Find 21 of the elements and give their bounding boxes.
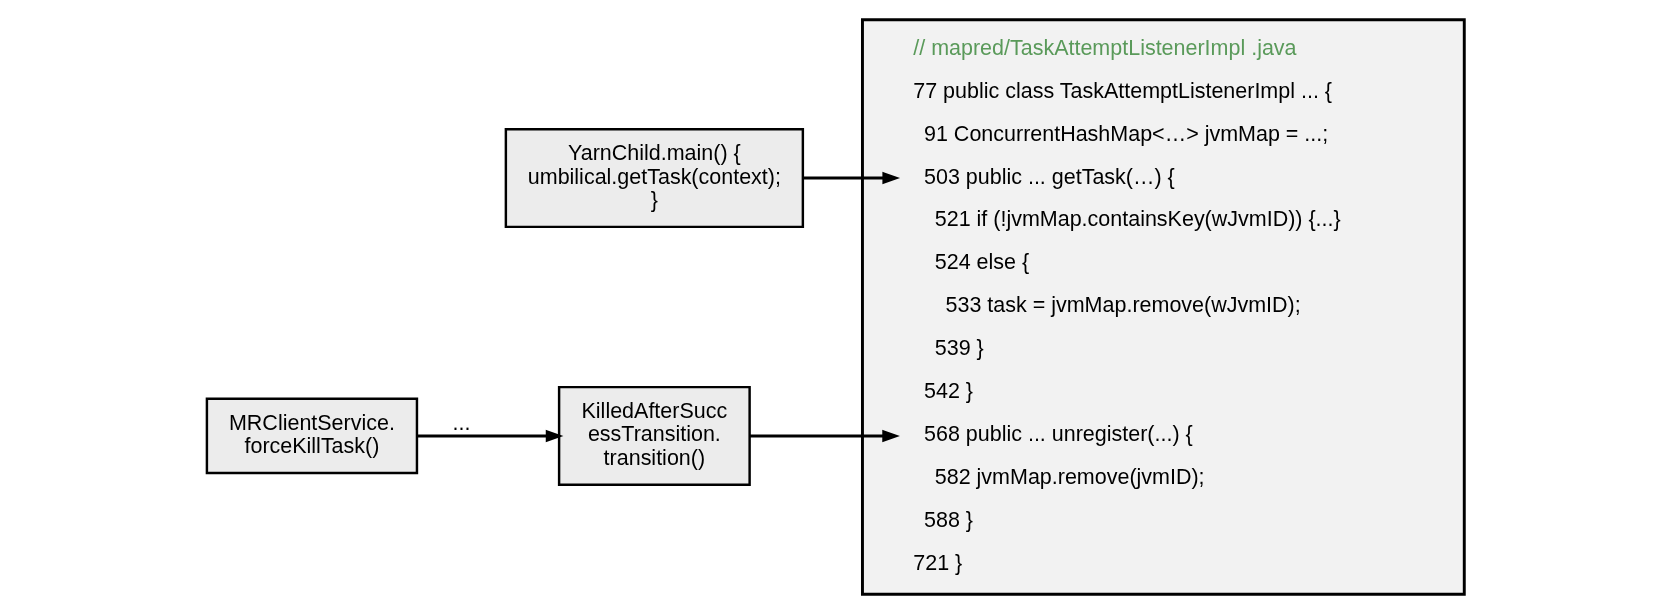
arrow [416, 429, 563, 443]
node-text: 542 } [923, 379, 973, 404]
node-box: KilledAfterSuccessTransition. transition() [557, 385, 751, 487]
node-text: 721 } [912, 551, 962, 576]
node-text: 521 if (!jvmMap.containsKey(wJvmID)) {...} [934, 207, 1341, 232]
arrow [749, 429, 900, 443]
node-text: 588 } [923, 508, 973, 533]
node-text: // mapred/TaskAttemptListenerImpl .java [912, 35, 1297, 60]
node-text: 539 } [934, 336, 984, 361]
node-text: 77 public class TaskAttemptListenerImpl ... { [912, 78, 1332, 103]
arrow [802, 171, 900, 185]
edge-label: ... [451, 410, 470, 435]
node-text: 91 ConcurrentHashMap<…> jvmMap = ...; [923, 121, 1328, 146]
node-text: 568 public ... unregister(...) { [923, 422, 1193, 447]
node-text: 524 else { [934, 250, 1029, 275]
node-text: 582 jvmMap.remove(jvmID); [934, 465, 1205, 490]
cluster [860, 18, 1466, 596]
node-box: YarnChild.main() { umbilical.getTask(context); } [504, 127, 804, 229]
node-text: 533 task = jvmMap.remove(wJvmID); [945, 293, 1301, 318]
node-box: MRClientService. forceKillTask() [205, 397, 418, 475]
node-text: 503 public ... getTask(…) { [923, 164, 1175, 189]
